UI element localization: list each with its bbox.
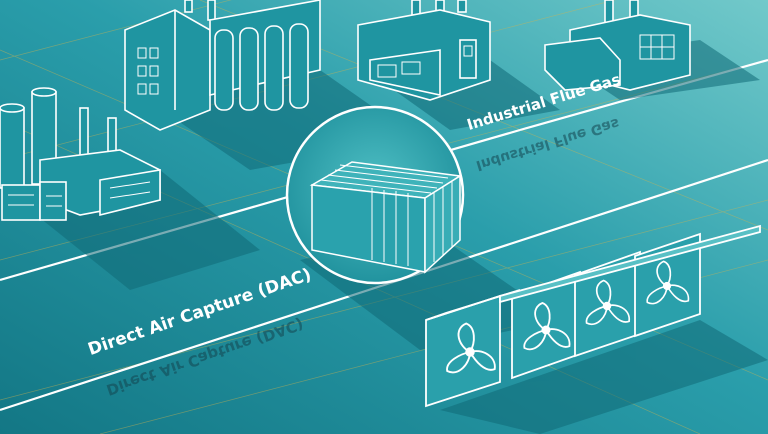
factory-icon-top xyxy=(357,0,491,101)
container-icon xyxy=(285,105,465,285)
fan-bank xyxy=(425,224,761,408)
factory-icon-middle xyxy=(124,0,321,131)
factory-icon-right xyxy=(544,0,691,91)
factory-icon-left xyxy=(0,87,161,221)
